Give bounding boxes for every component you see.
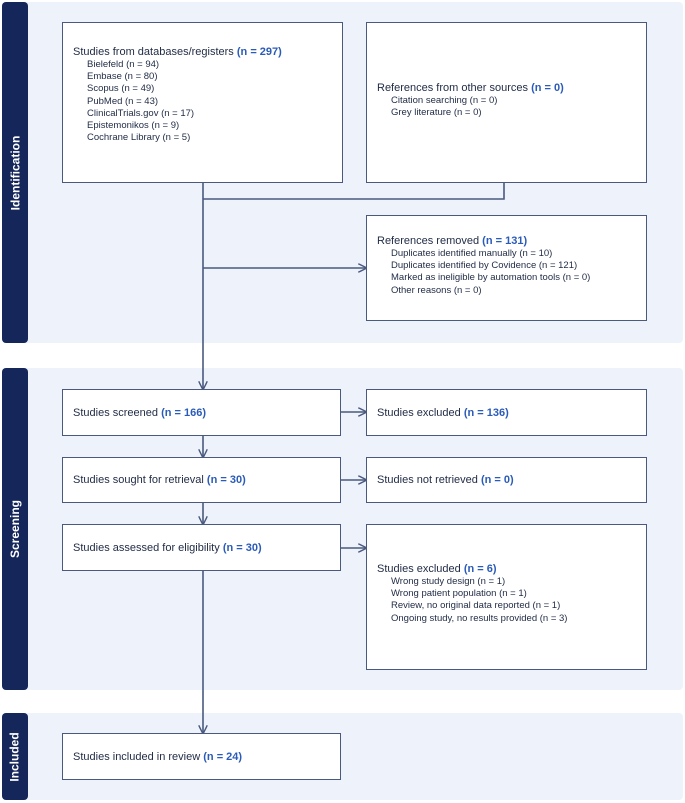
screening-label: Screening [2,368,28,690]
list-item: Cochrane Library (n = 5) [87,132,191,144]
excluded-full-list: Wrong study design (n = 1) Wrong patient… [377,576,646,625]
databases-box: Studies from databases/registers (n = 29… [62,22,343,183]
other-sources-box: References from other sources (n = 0) Ci… [366,22,647,183]
screened-text: Studies screened (n = 166) [73,406,206,419]
databases-heading: Studies from databases/registers (n = 29… [73,46,282,58]
list-item: Review, no original data reported (n = 1… [391,600,561,612]
removed-list: Duplicates identified manually (n = 10) … [377,248,646,297]
list-item: Citation searching (n = 0) [391,95,498,106]
assessed-text: Studies assessed for eligibility (n = 30… [73,541,262,554]
other-sources-merge-line [203,183,505,200]
sought-text: Studies sought for retrieval (n = 30) [73,474,246,486]
assessed-box: Studies assessed for eligibility (n = 30… [62,524,341,571]
removed-box: References removed (n = 131) Duplicates … [366,215,647,321]
excluded-full-heading: Studies excluded (n = 6) [377,563,497,575]
other-sources-list: Citation searching (n = 0) Grey literatu… [377,95,646,119]
excluded-screen-text: Studies excluded (n = 136) [377,406,509,419]
identification-label: Identification [2,2,28,343]
list-item: PubMed (n = 43) [87,95,159,107]
list-item: Other reasons (n = 0) [391,284,482,296]
sought-box: Studies sought for retrieval (n = 30) [62,457,341,503]
list-item: Grey literature (n = 0) [391,107,482,119]
list-item: Scopus (n = 49) [87,83,155,95]
screened-box: Studies screened (n = 166) [62,389,341,436]
list-item: Wrong patient population (n = 1) [391,588,527,600]
excluded-full-box: Studies excluded (n = 6) Wrong study des… [366,524,647,670]
list-item: Duplicates identified manually (n = 10) [391,248,553,259]
list-item: ClinicalTrials.gov (n = 17) [87,107,195,119]
list-item: Wrong study design (n = 1) [391,576,506,587]
list-item: Duplicates identified by Covidence (n = … [391,260,578,272]
other-sources-heading: References from other sources (n = 0) [377,82,564,94]
not-retrieved-box: Studies not retrieved (n = 0) [366,457,647,503]
list-item: Epistemonikos (n = 9) [87,120,180,132]
not-retrieved-text: Studies not retrieved (n = 0) [377,474,514,486]
databases-list: Bielefeld (n = 94) Embase (n = 80) Scopu… [73,59,342,144]
included-text: Studies included in review (n = 24) [73,750,243,763]
list-item: Bielefeld (n = 94) [87,59,160,70]
list-item: Marked as ineligible by automation tools… [391,272,591,284]
removed-heading: References removed (n = 131) [377,235,528,247]
included-label: Included [2,713,28,800]
excluded-screen-box: Studies excluded (n = 136) [366,389,647,436]
list-item: Ongoing study, no results provided (n = … [391,612,568,624]
included-box: Studies included in review (n = 24) [62,733,341,780]
list-item: Embase (n = 80) [87,71,158,83]
